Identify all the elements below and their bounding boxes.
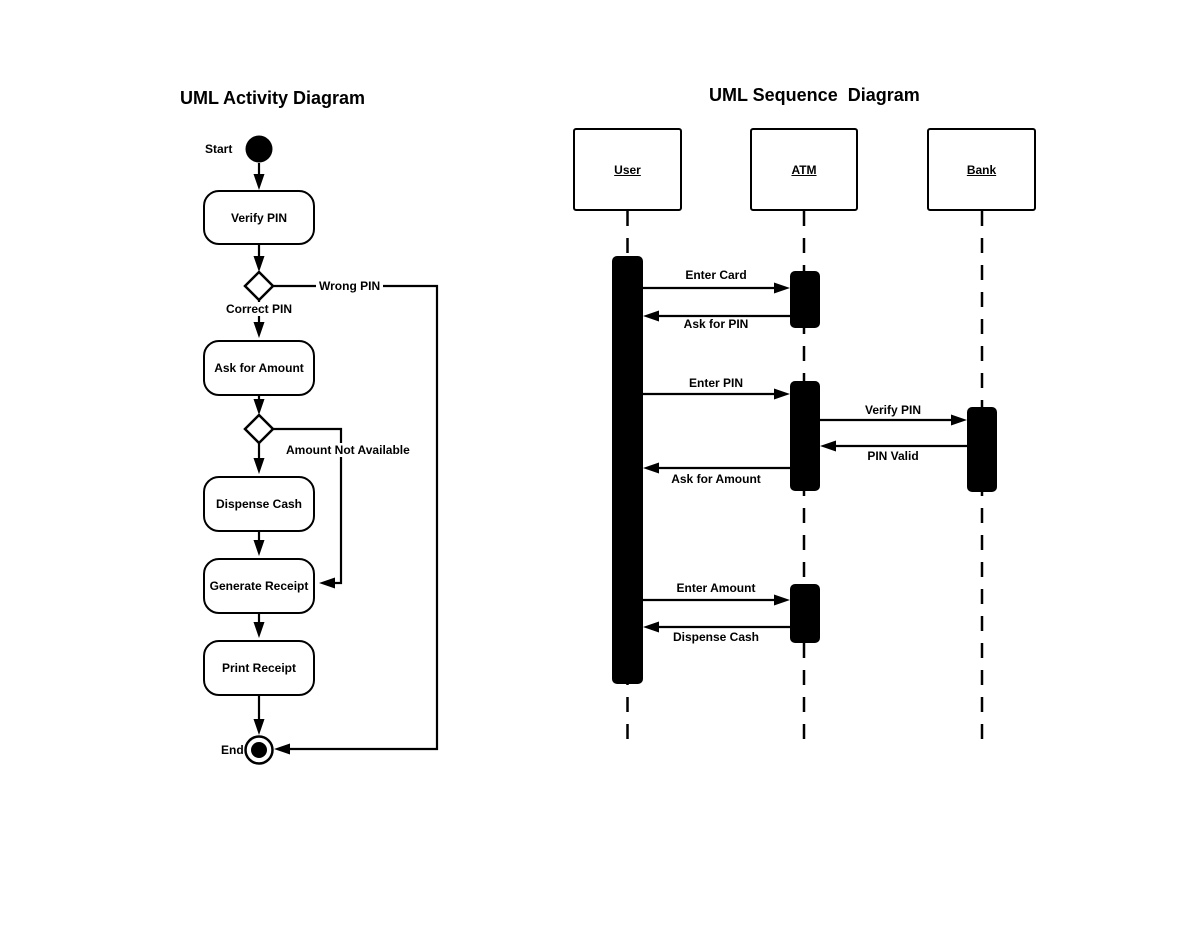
message-label-enter-amount: Enter Amount [676, 581, 756, 595]
amount-not-available-path [273, 427, 343, 585]
activity-diagram-title: UML Activity Diagram [180, 88, 366, 108]
start-node [245, 135, 273, 163]
message-label-ask-for-amount: Ask for Amount [671, 472, 761, 486]
branch-label-wrong-pin: Wrong PIN [316, 279, 384, 293]
message-label-pin-valid: PIN Valid [867, 449, 919, 463]
message-label-dispense-cash: Dispense Cash [672, 630, 760, 644]
sequence-connectors [612, 211, 997, 750]
decision-pin-diamond [243, 270, 275, 302]
branch-label-amount-not-available: Amount Not Available [283, 443, 413, 457]
activity-node-verify-pin: Verify PIN [203, 190, 315, 245]
branch-label-correct-pin: Correct PIN [222, 302, 296, 316]
activation-atm-1 [790, 271, 820, 328]
actor-box-atm: ATM [750, 128, 858, 211]
sequence-diagram-title: UML Sequence Diagram [709, 85, 920, 105]
message-label-enter-pin: Enter PIN [688, 376, 744, 390]
actor-label-user: User [614, 162, 641, 177]
message-label-enter-card: Enter Card [685, 268, 747, 282]
activation-bank [967, 407, 997, 492]
activation-atm-3 [790, 584, 820, 643]
actor-label-bank: Bank [966, 162, 997, 177]
actor-box-bank: Bank [927, 128, 1036, 211]
activation-atm-2 [790, 381, 820, 491]
decision-amount-diamond [243, 413, 275, 445]
actor-label-atm: ATM [791, 162, 817, 177]
activity-node-dispense-cash: Dispense Cash [203, 476, 315, 532]
activity-node-ask-for-amount: Ask for Amount [203, 340, 315, 396]
message-label-ask-for-pin: Ask for PIN [683, 317, 749, 331]
activation-user [612, 256, 643, 684]
activity-node-generate-receipt: Generate Receipt [203, 558, 315, 614]
message-label-verify-pin: Verify PIN [864, 403, 922, 417]
end-label: End [221, 743, 244, 757]
actor-box-user: User [573, 128, 682, 211]
start-label: Start [205, 142, 233, 156]
activity-node-print-receipt: Print Receipt [203, 640, 315, 696]
